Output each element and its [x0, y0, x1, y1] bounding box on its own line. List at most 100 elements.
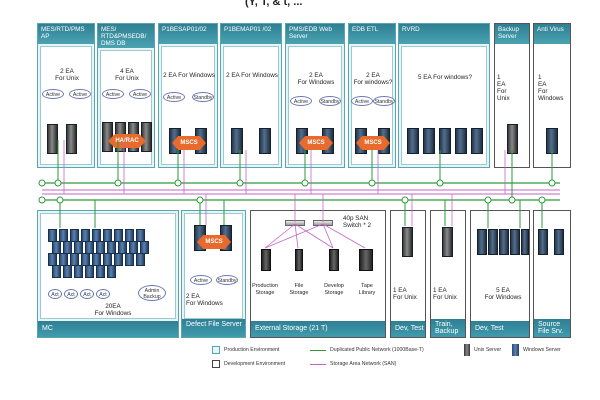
box-mes-rtd-pms-ap: MES/RTD/PMS AP 2 EA For Unix Active Acti…: [37, 23, 95, 168]
box-pms-edb-web: PMS/EDB Web Server 2 EA For Windows Acti…: [285, 23, 345, 168]
storage-label: Tape Library: [358, 283, 376, 296]
active-pill: Active: [42, 89, 64, 99]
server-count: 2 EA For Windows: [297, 72, 335, 86]
server-count: 1 EA For Windows: [538, 74, 564, 102]
legend-public-line: [310, 350, 326, 351]
ha-rac-badge: HA/RAC: [108, 134, 146, 148]
box-mc: Act Act Act Act Admin Backup 20EA For Wi…: [37, 210, 179, 338]
box-anti-virus: Anti Virus 1 EA For Windows: [533, 23, 571, 168]
box-mes-rtd-dms-db: MES/ RTD&PMSEDB/ DMS DB 4 EA For Unix Ac…: [97, 23, 155, 168]
standby-pill: Standby: [192, 92, 214, 102]
active-pill: Active: [102, 89, 124, 99]
windows-server-icon: [554, 229, 564, 255]
legend-san-line: [310, 364, 326, 365]
cropped-header-text: (Y, T, & t, ...: [245, 0, 303, 8]
windows-server-icon: [499, 229, 509, 255]
windows-server-icon: [96, 265, 105, 278]
legend-production-swatch: [212, 346, 220, 354]
legend-production-label: Production Environment: [224, 347, 280, 353]
box-source-file-srv: Source File Srv.: [533, 210, 571, 338]
unix-server-icon: [102, 122, 113, 152]
legend: Production Environment Development Envir…: [210, 344, 590, 374]
storage-label: Develop Storage: [324, 283, 344, 296]
active-pill: Active: [69, 89, 91, 99]
box-p1bemap: P1BEMAP01 /02 2 EA For Windows: [220, 23, 282, 168]
storage-label: Production Storage: [252, 283, 278, 296]
box-backup-server: Backup Server 1 EA For Unix: [494, 23, 530, 168]
box-footer: Train, Backup: [431, 319, 465, 337]
box-external-storage: 40p SAN Switch * 2 Production Storage Fi…: [250, 210, 386, 338]
server-count: 2 EA For windows?: [353, 72, 393, 86]
legend-development-label: Development Environment: [224, 361, 286, 367]
box-title: MES/ RTD&PMSEDB/ DMS DB: [98, 24, 154, 48]
mscs-badge: MSCS: [172, 136, 206, 150]
develop-storage-icon: [329, 249, 339, 271]
production-storage-icon: [261, 249, 271, 271]
standby-pill: Standby: [319, 96, 341, 106]
unix-server-icon: [507, 124, 518, 154]
windows-server-icon: [107, 265, 116, 278]
box-footer: Dev, Test: [471, 321, 529, 337]
windows-server-icon: [439, 128, 451, 154]
inner-panel: [184, 213, 243, 319]
legend-unix-label: Unix Server: [474, 347, 502, 353]
unix-server-icon: [442, 227, 453, 257]
windows-server-icon: [85, 265, 94, 278]
san-switch-icon: [285, 220, 305, 226]
windows-server-icon: [538, 229, 548, 255]
box-dev-test-windows: 5 EA For Windows Dev, Test: [470, 210, 530, 338]
box-title: Anti Virus: [534, 24, 570, 44]
windows-server-icon: [407, 128, 419, 154]
box-footer: MC: [38, 321, 178, 337]
box-title: P1BEMAP01 /02: [221, 24, 281, 44]
active-pill: Act: [48, 289, 62, 299]
server-count: 4 EA For Unix: [115, 68, 139, 82]
active-pill: Act: [96, 289, 110, 299]
legend-public-label: Duplicated Public Network (1000Base-T): [330, 347, 424, 353]
box-title: EDB ETL: [349, 24, 395, 44]
server-count: 2 EA For Unix: [55, 68, 79, 82]
server-count: 2 EA For Windows: [186, 293, 223, 307]
box-footer: External Storage (21 T): [251, 321, 385, 337]
box-title: Backup Server: [495, 24, 529, 44]
box-title: P1BESAP01/02: [159, 24, 217, 44]
active-pill: Active: [351, 96, 373, 106]
server-count: 1 EA For Unix: [497, 74, 510, 102]
windows-server-icon: [125, 253, 134, 266]
file-storage-icon: [295, 249, 303, 271]
admin-backup-pill: Admin Backup: [138, 285, 166, 301]
windows-server-icon: [477, 229, 487, 255]
box-train-backup: 1 EA For Unix Train, Backup: [430, 210, 466, 338]
active-pill: Act: [80, 289, 94, 299]
server-count: 20EA For Windows: [94, 303, 132, 317]
windows-server-icon: [231, 128, 243, 154]
windows-server-icon: [546, 128, 558, 154]
box-p1besap: P1BESAP01/02 2 EA For Windows Active Sta…: [158, 23, 218, 168]
box-title: MES/RTD/PMS AP: [38, 24, 94, 44]
windows-server-icon: [471, 128, 483, 154]
windows-server-icon: [63, 265, 72, 278]
standby-pill: Standby: [216, 275, 238, 285]
unix-server-icon: [47, 124, 58, 154]
box-edb-etl: EDB ETL 2 EA For windows? Active Standby…: [348, 23, 396, 168]
windows-server-icon: [488, 229, 498, 255]
windows-server-icon: [521, 229, 529, 255]
windows-server-icon: [455, 128, 467, 154]
windows-server-icon: [52, 265, 61, 278]
server-count: 5 EA For Windows: [484, 287, 522, 301]
windows-server-icon: [423, 128, 435, 154]
box-footer: Dev, Test: [391, 321, 425, 337]
windows-server-icon: [259, 128, 271, 154]
box-rvrd: RVRD 5 EA For windows?: [398, 23, 490, 168]
mscs-badge: MSCS: [299, 136, 333, 150]
windows-server-icon: [512, 344, 519, 356]
server-count: 2 EA For Windows: [226, 72, 278, 79]
active-pill: Active: [163, 92, 185, 102]
unix-server-icon: [402, 227, 413, 257]
windows-server-icon: [74, 265, 83, 278]
box-dev-test-unix: 1 EA For Unix Dev, Test: [390, 210, 426, 338]
box-footer: Source File Srv.: [534, 319, 570, 337]
windows-server-icon: [114, 253, 123, 266]
unix-server-icon: [66, 124, 77, 154]
active-pill: Act: [64, 289, 78, 299]
